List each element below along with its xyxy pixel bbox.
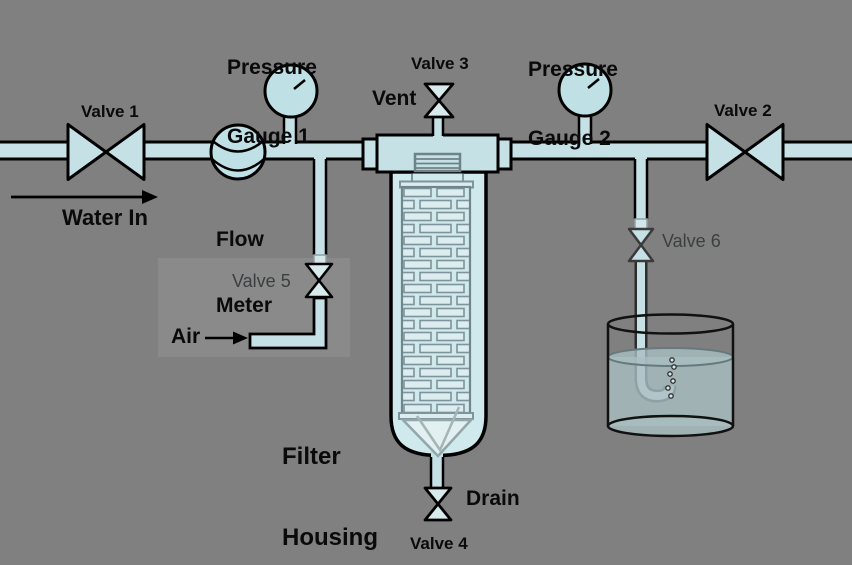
valve-5 xyxy=(304,262,334,299)
valve-1 xyxy=(66,123,146,181)
filter-housing-label-line1: Filter xyxy=(282,443,341,470)
water-in-arrow xyxy=(11,190,158,204)
valve-2-label: Valve 2 xyxy=(714,101,772,120)
pressure-gauge-1-label: Pressure Gauge 1 xyxy=(227,10,317,194)
valve5-branch-pipe xyxy=(312,150,328,265)
filter-housing-label-line2: Housing xyxy=(282,524,378,551)
air-in-arrow xyxy=(205,331,248,345)
flow-meter-label-line2: Meter xyxy=(216,294,273,317)
filter-housing-label: Filter Housing xyxy=(282,389,378,565)
pressure-gauge-2-label-line1: Pressure xyxy=(528,58,618,81)
valve-4-label: Valve 4 xyxy=(410,534,468,553)
valve-6 xyxy=(627,227,655,263)
valve-3-label: Valve 3 xyxy=(411,54,469,73)
pressure-gauge-1 xyxy=(263,63,319,119)
pressure-gauge-2 xyxy=(557,62,613,118)
flow-meter-label-line1: Flow xyxy=(216,228,264,251)
vent-label: Vent xyxy=(372,87,417,110)
flow-meter-label: Flow Meter xyxy=(216,185,272,361)
bucket-outline xyxy=(606,313,735,438)
inlet-flange xyxy=(361,137,379,171)
drain-label: Drain xyxy=(466,487,520,510)
bucket-water xyxy=(608,348,733,436)
housing-funnel-cone xyxy=(400,406,474,458)
water-bucket xyxy=(606,313,735,438)
cartridge-bottom-cap xyxy=(398,412,474,420)
pressure-gauge-2-stem xyxy=(577,111,593,153)
valve-6-label: Valve 6 xyxy=(662,231,721,251)
valve-1-label: Valve 1 xyxy=(81,102,139,121)
flow-meter xyxy=(209,123,267,181)
pressure-gauge-2-label-line2: Gauge 2 xyxy=(528,127,611,150)
cartridge-threads xyxy=(413,152,462,173)
pipe-segment-outlet xyxy=(777,140,852,161)
vent-pipe xyxy=(431,114,445,140)
valve-2 xyxy=(705,123,785,181)
outlet-flange xyxy=(496,137,513,171)
drain-pipe xyxy=(429,446,445,494)
pressure-gauge-2-label: Pressure Gauge 2 xyxy=(528,12,618,196)
water-in-label: Water In xyxy=(62,205,148,230)
valve-4 xyxy=(423,486,453,522)
filter-cartridge xyxy=(400,185,472,415)
valve-5-label: Valve 5 xyxy=(232,271,291,291)
air-label: Air xyxy=(171,325,201,348)
valve6-branch-pipe xyxy=(633,150,649,230)
pressure-gauge-1-stem xyxy=(282,108,298,153)
gauge-needle xyxy=(587,78,600,89)
filter-housing xyxy=(361,133,513,494)
pressure-gauge-1-label-line2: Gauge 1 xyxy=(227,125,310,148)
pressure-gauge-1-label-line1: Pressure xyxy=(227,56,317,79)
air-bubbles xyxy=(665,357,677,399)
gauge-needle xyxy=(293,79,306,90)
valve-3 xyxy=(423,82,455,119)
